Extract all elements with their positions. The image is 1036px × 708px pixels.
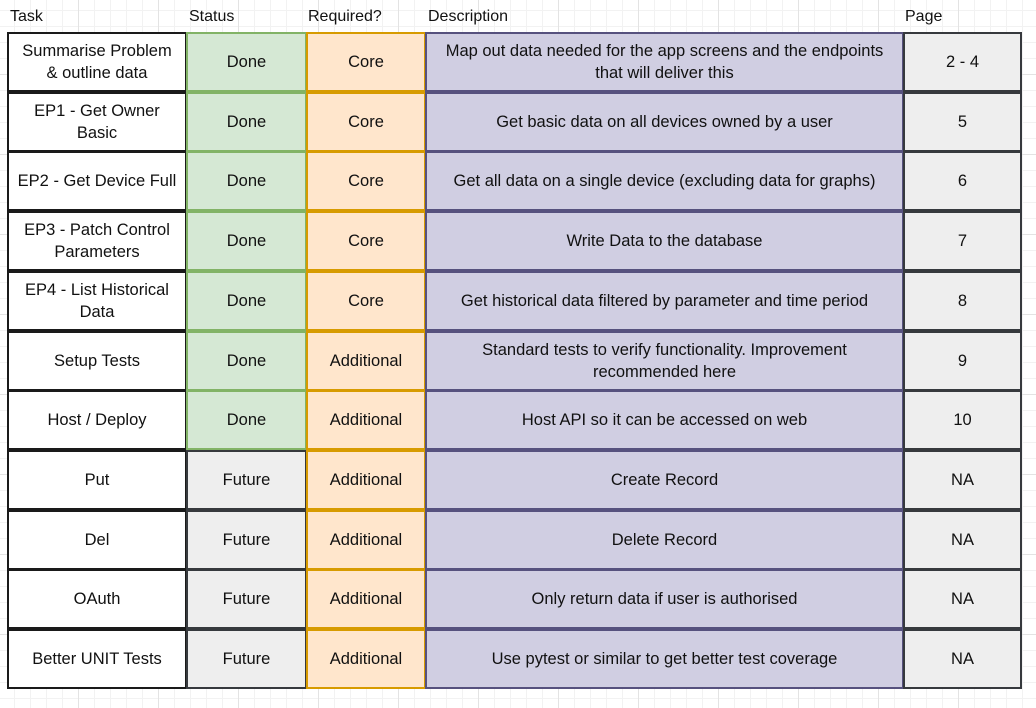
description-cell[interactable]: Get all data on a single device (excludi… — [425, 151, 904, 212]
required-cell[interactable]: Additional — [306, 569, 426, 630]
required-cell[interactable]: Additional — [306, 509, 426, 570]
status-cell[interactable]: Future — [186, 509, 307, 570]
header-task: Task — [10, 8, 43, 25]
required-cell[interactable]: Core — [306, 151, 426, 212]
table-row[interactable]: OAuth Future Additional Only return data… — [7, 569, 1022, 630]
table-row[interactable]: Del Future Additional Delete Record NA — [7, 509, 1022, 570]
task-cell[interactable]: Put — [7, 449, 187, 510]
page-cell[interactable]: NA — [903, 569, 1022, 630]
status-cell[interactable]: Done — [186, 211, 307, 272]
description-cell[interactable]: Write Data to the database — [425, 211, 904, 272]
required-cell[interactable]: Additional — [306, 629, 426, 689]
table-row[interactable]: Setup Tests Done Additional Standard tes… — [7, 330, 1022, 391]
required-cell[interactable]: Core — [306, 32, 426, 92]
status-cell[interactable]: Done — [186, 151, 307, 212]
status-cell[interactable]: Done — [186, 91, 307, 152]
description-cell[interactable]: Get historical data filtered by paramete… — [425, 270, 904, 331]
description-cell[interactable]: Standard tests to verify functionality. … — [425, 330, 904, 391]
header-required: Required? — [308, 8, 382, 25]
required-cell[interactable]: Additional — [306, 330, 426, 391]
task-cell[interactable]: Setup Tests — [7, 330, 187, 391]
header-page: Page — [905, 8, 943, 25]
required-cell[interactable]: Core — [306, 211, 426, 272]
required-cell[interactable]: Additional — [306, 449, 426, 510]
description-cell[interactable]: Delete Record — [425, 509, 904, 570]
header-status: Status — [189, 8, 235, 25]
description-cell[interactable]: Get basic data on all devices owned by a… — [425, 91, 904, 152]
header-description: Description — [428, 8, 509, 25]
description-cell[interactable]: Host API so it can be accessed on web — [425, 390, 904, 451]
status-cell[interactable]: Done — [186, 32, 307, 92]
task-cell[interactable]: Host / Deploy — [7, 390, 187, 451]
table-row[interactable]: EP4 - List Historical Data Done Core Get… — [7, 270, 1022, 331]
table-row[interactable]: Better UNIT Tests Future Additional Use … — [7, 629, 1022, 689]
task-cell[interactable]: EP1 - Get Owner Basic — [7, 91, 187, 152]
page-cell[interactable]: 8 — [903, 270, 1022, 331]
status-cell[interactable]: Future — [186, 629, 307, 689]
task-cell[interactable]: Summarise Problem & outline data — [7, 32, 187, 92]
page-cell[interactable]: NA — [903, 629, 1022, 689]
description-cell[interactable]: Only return data if user is authorised — [425, 569, 904, 630]
task-cell[interactable]: EP4 - List Historical Data — [7, 270, 187, 331]
page-cell[interactable]: 2 - 4 — [903, 32, 1022, 92]
table-row[interactable]: EP3 - Patch Control Parameters Done Core… — [7, 211, 1022, 272]
table-row[interactable]: Summarise Problem & outline data Done Co… — [7, 32, 1022, 92]
page-cell[interactable]: 7 — [903, 211, 1022, 272]
status-cell[interactable]: Done — [186, 390, 307, 451]
status-cell[interactable]: Future — [186, 449, 307, 510]
status-cell[interactable]: Done — [186, 270, 307, 331]
task-table: Summarise Problem & outline data Done Co… — [7, 32, 1022, 689]
task-cell[interactable]: Better UNIT Tests — [7, 629, 187, 689]
table-row[interactable]: Host / Deploy Done Additional Host API s… — [7, 390, 1022, 451]
description-cell[interactable]: Map out data needed for the app screens … — [425, 32, 904, 92]
task-cell[interactable]: EP2 - Get Device Full — [7, 151, 187, 212]
page-cell[interactable]: NA — [903, 449, 1022, 510]
status-cell[interactable]: Done — [186, 330, 307, 391]
required-cell[interactable]: Core — [306, 270, 426, 331]
table-row[interactable]: Put Future Additional Create Record NA — [7, 449, 1022, 510]
page-cell[interactable]: NA — [903, 509, 1022, 570]
description-cell[interactable]: Use pytest or similar to get better test… — [425, 629, 904, 689]
task-cell[interactable]: EP3 - Patch Control Parameters — [7, 211, 187, 272]
task-cell[interactable]: OAuth — [7, 569, 187, 630]
required-cell[interactable]: Additional — [306, 390, 426, 451]
page-cell[interactable]: 9 — [903, 330, 1022, 391]
description-cell[interactable]: Create Record — [425, 449, 904, 510]
table-row[interactable]: EP1 - Get Owner Basic Done Core Get basi… — [7, 91, 1022, 152]
required-cell[interactable]: Core — [306, 91, 426, 152]
page-cell[interactable]: 5 — [903, 91, 1022, 152]
page-cell[interactable]: 10 — [903, 390, 1022, 451]
status-cell[interactable]: Future — [186, 569, 307, 630]
table-row[interactable]: EP2 - Get Device Full Done Core Get all … — [7, 151, 1022, 212]
page-cell[interactable]: 6 — [903, 151, 1022, 212]
task-cell[interactable]: Del — [7, 509, 187, 570]
